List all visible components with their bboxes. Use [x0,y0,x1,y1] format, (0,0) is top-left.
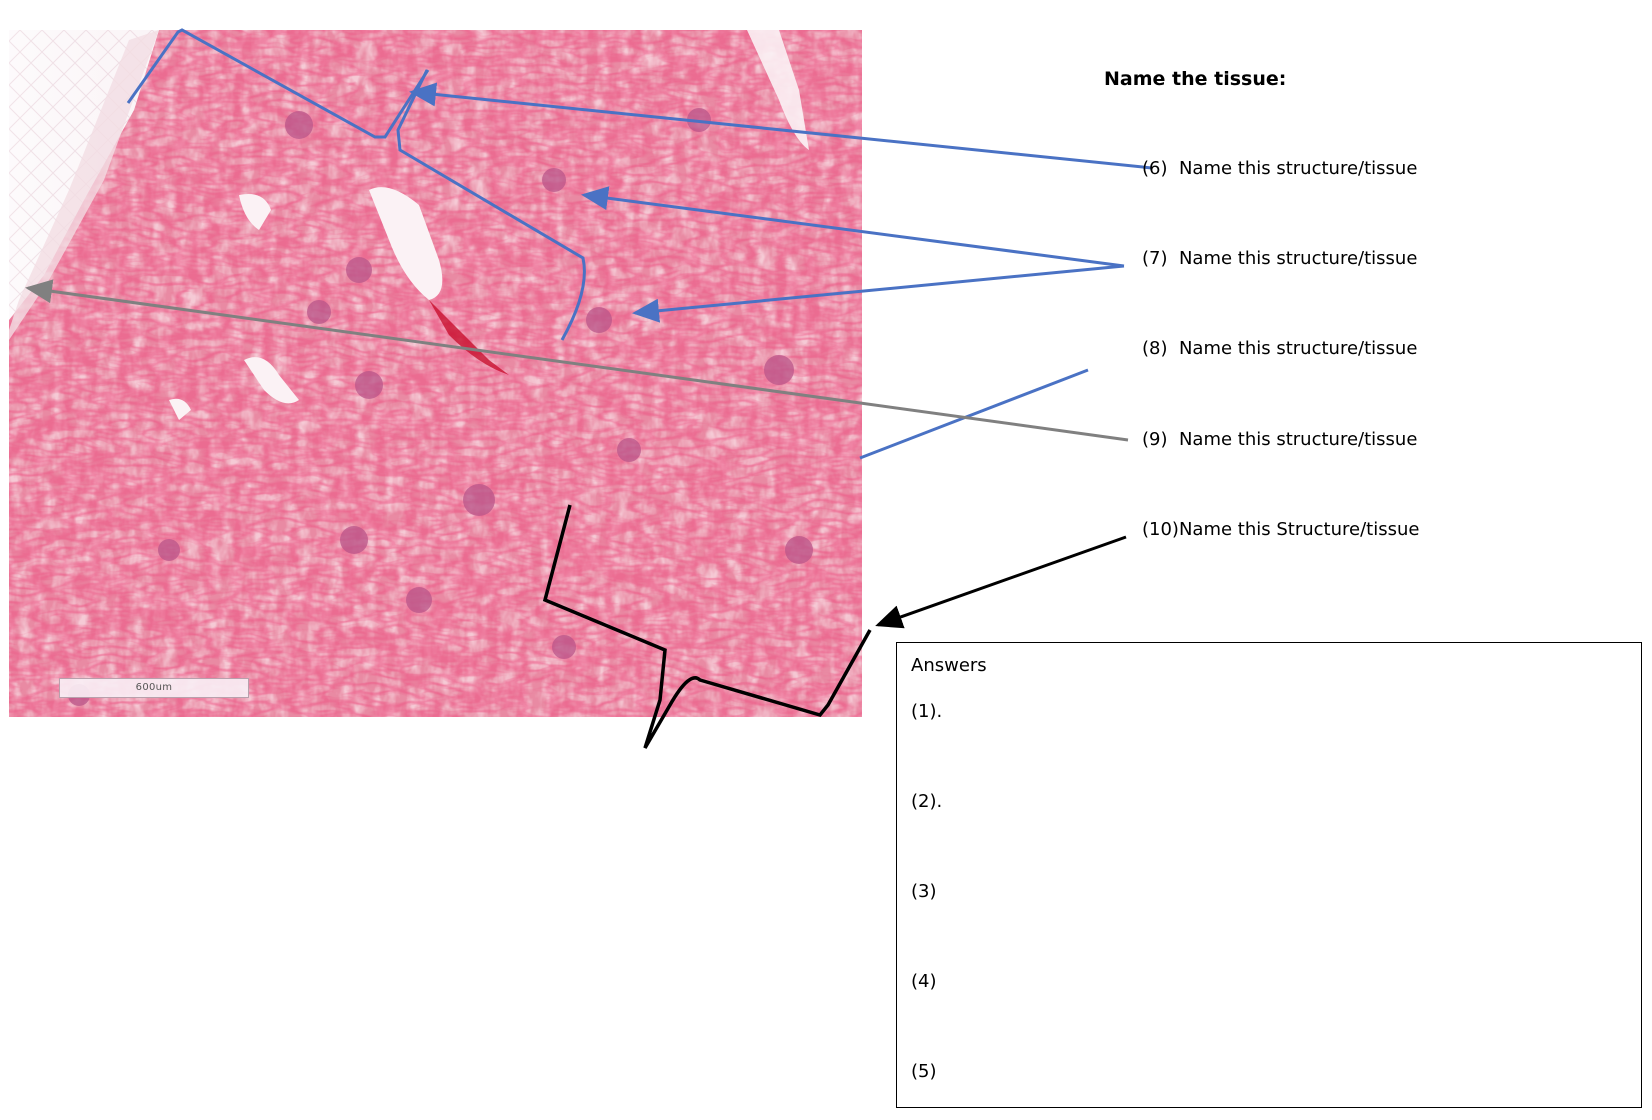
micrograph-image [9,30,862,717]
answer-4: (4) [911,971,937,992]
question-number: (8) [1142,338,1168,359]
answer-5: (5) [911,1061,937,1082]
question-text: Name this structure/tissue [1178,338,1418,359]
question-text: Name this structure/tissue [1178,429,1418,450]
pointer-q10 [875,535,1127,629]
answers-box: Answers (1). (2). (3) (4) (5) [896,642,1642,1108]
answer-1: (1). [911,701,943,722]
question-text: Name this Structure/tissue [1178,519,1420,540]
question-6: (6) Name this structure/tissue [1142,158,1417,179]
question-8: (8) Name this structure/tissue [1142,338,1417,359]
question-text: Name this structure/tissue [1178,158,1418,179]
question-number: (9) [1142,429,1168,450]
question-10: (10)Name this Structure/tissue [1142,519,1419,540]
answer-3: (3) [911,881,937,902]
answers-title: Answers [911,655,987,676]
kidney-micrograph: 600um [9,30,862,717]
question-number: (6) [1142,158,1168,179]
question-number: (10) [1142,519,1179,540]
pointer-q8 [859,368,1089,460]
answer-2: (2). [911,791,943,812]
scale-bar: 600um [59,678,249,698]
question-9: (9) Name this structure/tissue [1142,429,1417,450]
question-number: (7) [1142,248,1168,269]
question-text: Name this structure/tissue [1178,248,1418,269]
worksheet-heading: Name the tissue: [1104,68,1287,90]
question-7: (7) Name this structure/tissue [1142,248,1417,269]
